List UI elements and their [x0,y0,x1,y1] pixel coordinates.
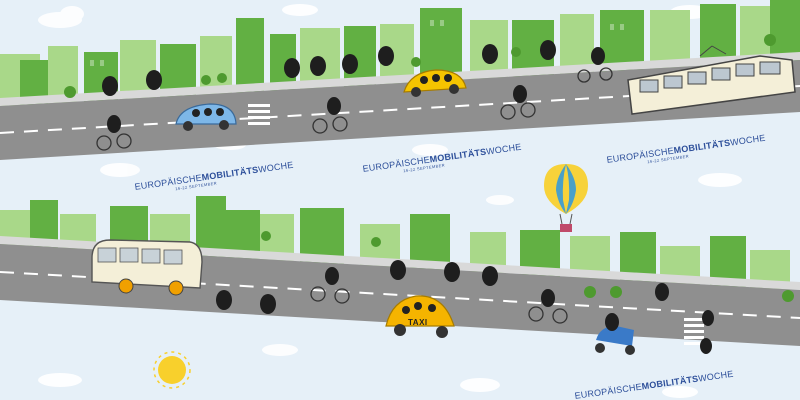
tram-icon [627,45,796,115]
characters [102,40,714,354]
top-road [0,60,800,160]
hot-air-balloon-icon [544,164,588,232]
top-lane-marking [0,85,800,134]
bicycle-icon [96,67,613,324]
top-sidewalk [0,52,800,106]
top-crosswalk [248,104,270,125]
sun-icon [153,351,191,389]
taxi-sign: TAXI [408,318,428,327]
bottom-crosswalk [684,318,704,345]
taxi-icon [385,295,455,338]
scooter-icon [595,326,635,355]
bus-icon [91,239,203,296]
car-icon [175,103,237,131]
trees [64,34,794,302]
car-icon [403,69,467,97]
